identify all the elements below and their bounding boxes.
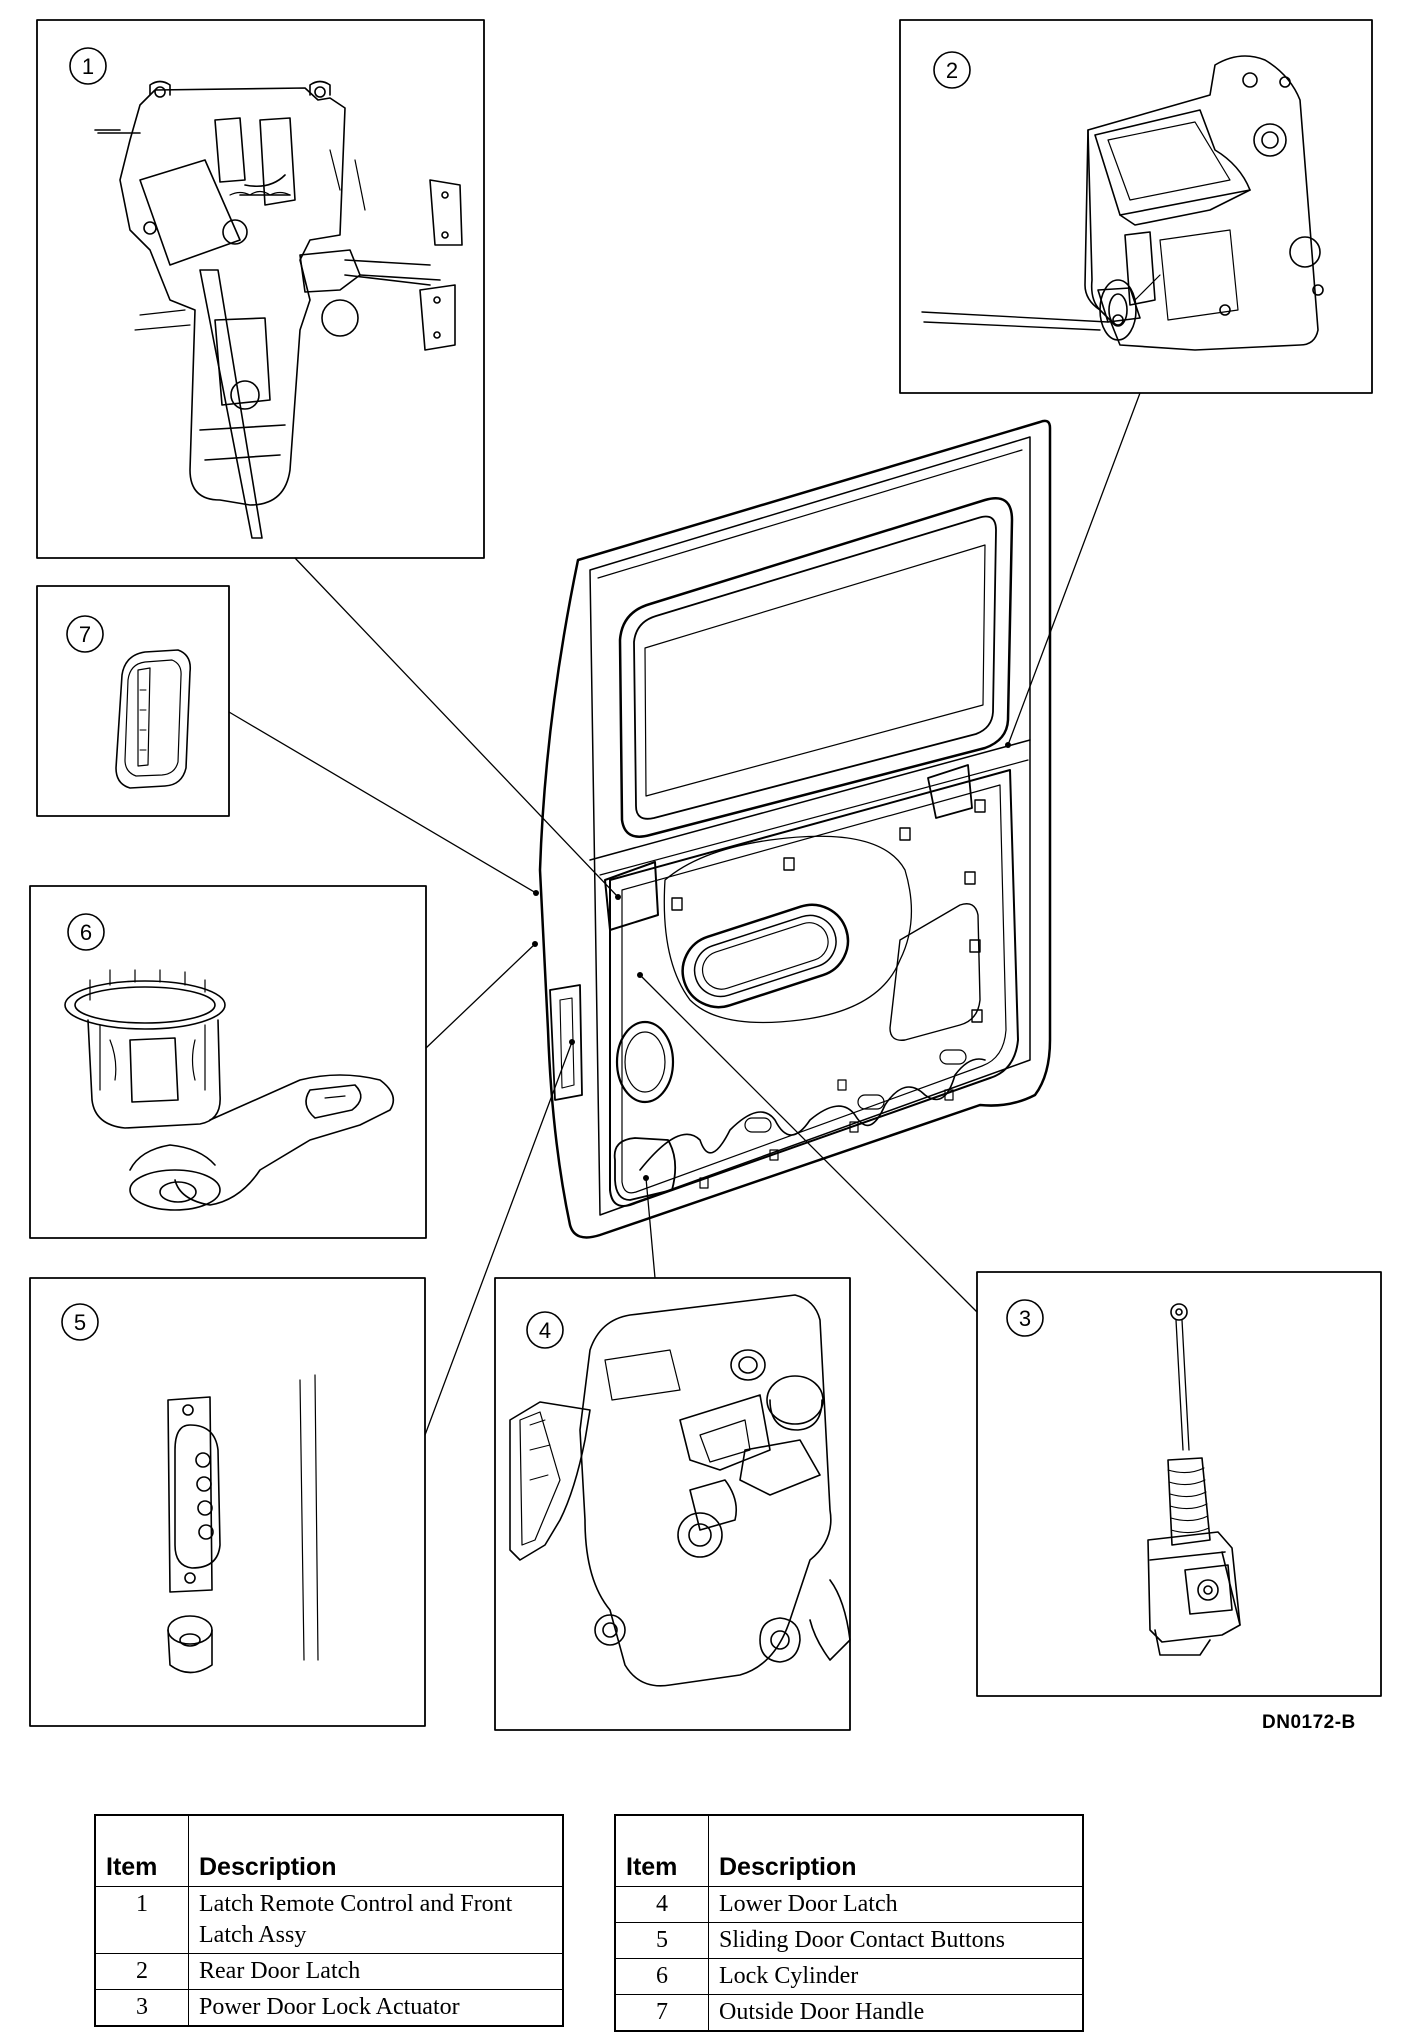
callout-box-6 — [29, 885, 427, 1239]
legend-table-right: Item Description 4 Lower Door Latch 5 Sl… — [614, 1814, 1084, 2032]
svg-text:4: 4 — [539, 1318, 551, 1343]
power-door-lock-actuator-drawing — [1147, 1303, 1241, 1656]
legend-item-description: Lock Cylinder — [708, 1958, 1084, 1995]
legend-row: 7 Outside Door Handle — [614, 1994, 1084, 2032]
legend-item-description: Rear Door Latch — [188, 1953, 564, 1990]
svg-text:3: 3 — [1019, 1306, 1031, 1331]
sliding-door-panel — [538, 419, 1052, 1239]
legend-header-description: Description — [708, 1814, 1084, 1887]
svg-text:2: 2 — [946, 58, 958, 83]
lower-door-latch-drawing — [509, 1294, 851, 1687]
callout-box-5 — [29, 1277, 426, 1727]
callout-box-2 — [899, 19, 1373, 394]
legend-row: 3 Power Door Lock Actuator — [94, 1989, 564, 2027]
leader-dots — [532, 742, 1011, 1181]
legend-item-description: Sliding Door Contact Buttons — [708, 1922, 1084, 1959]
legend-item-number: 5 — [614, 1922, 709, 1959]
lock-cylinder-drawing — [64, 969, 395, 1211]
callout-number-1: 1 — [69, 47, 107, 85]
svg-text:5: 5 — [74, 1310, 86, 1335]
legend-item-number: 2 — [94, 1953, 189, 1990]
legend-item-description: Latch Remote Control and Front Latch Ass… — [188, 1886, 564, 1954]
legend-item-description: Outside Door Handle — [708, 1994, 1084, 2032]
legend-item-number: 7 — [614, 1994, 709, 2032]
callout-number-5: 5 — [61, 1303, 99, 1341]
svg-text:1: 1 — [82, 54, 94, 79]
svg-text:7: 7 — [79, 622, 91, 647]
callout-number-4: 4 — [526, 1311, 564, 1349]
legend-row: 6 Lock Cylinder — [614, 1958, 1084, 1995]
legend-item-description: Lower Door Latch — [708, 1886, 1084, 1923]
figure-code: DN0172-B — [1262, 1712, 1356, 1733]
legend-row: 4 Lower Door Latch — [614, 1886, 1084, 1923]
contact-buttons-drawing — [167, 1374, 319, 1674]
legend-header-item: Item — [94, 1814, 189, 1887]
callout-box-7 — [36, 585, 230, 817]
legend-row: 2 Rear Door Latch — [94, 1953, 564, 1990]
callout-number-7: 7 — [66, 615, 104, 653]
outside-door-handle-drawing — [115, 649, 192, 789]
legend-table-left: Item Description 1 Latch Remote Control … — [94, 1814, 564, 2027]
callout-number-3: 3 — [1006, 1299, 1044, 1337]
legend-header-description: Description — [188, 1814, 564, 1887]
legend-row: 5 Sliding Door Contact Buttons — [614, 1922, 1084, 1959]
legend-header-row: Item Description — [94, 1814, 564, 1887]
sliding-door-exploded-diagram: 1 2 3 4 5 6 7 — [29, 19, 1382, 1731]
legend-item-number: 1 — [94, 1886, 189, 1954]
legend-item-number: 6 — [614, 1958, 709, 1995]
callout-box-1 — [36, 19, 485, 559]
svg-text:6: 6 — [80, 920, 92, 945]
callout-box-3 — [976, 1271, 1382, 1697]
leader-lines — [228, 392, 1141, 1436]
legend-item-number: 3 — [94, 1989, 189, 2027]
latch-remote-control-drawing — [94, 80, 463, 539]
rear-door-latch-drawing — [921, 55, 1324, 351]
callout-number-2: 2 — [933, 51, 971, 89]
callout-box-4 — [494, 1277, 851, 1731]
legend-row: 1 Latch Remote Control and Front Latch A… — [94, 1886, 564, 1954]
legend-item-description: Power Door Lock Actuator — [188, 1989, 564, 2027]
callout-number-6: 6 — [67, 913, 105, 951]
legend-header-row: Item Description — [614, 1814, 1084, 1887]
legend-header-item: Item — [614, 1814, 709, 1887]
legend-item-number: 4 — [614, 1886, 709, 1923]
